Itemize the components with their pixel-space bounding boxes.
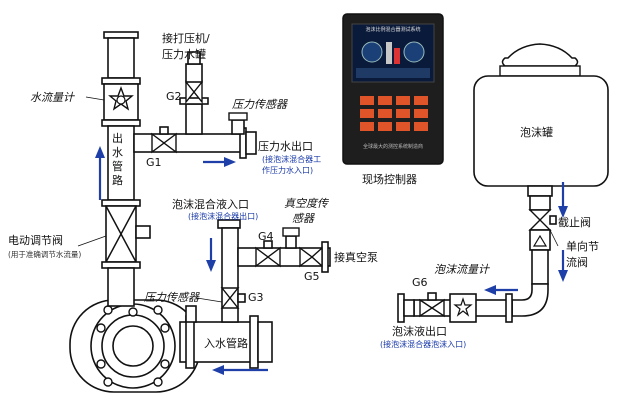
water-flowmeter-icon: [108, 86, 134, 111]
label-outlet-pipe-0: 出: [112, 131, 123, 145]
label-foam-mix-inlet-note: (接泡沫混合器出口): [188, 211, 258, 221]
label-to-pump-1: 压力水罐: [162, 48, 206, 61]
pressure-outlet-branch: [133, 51, 257, 159]
label-pressure-sensor-bottom: 压力传感器: [144, 291, 200, 304]
controller-footer: 全球最大的测控系统制造商: [363, 143, 423, 150]
label-pressure-outlet-note-1: 作压力水入口): [262, 165, 313, 175]
label-stop-valve: 截止阀: [558, 215, 591, 229]
label-foam-flowmeter: 泡沫流量计: [434, 263, 490, 276]
label-g3: G3: [248, 291, 264, 304]
controller-keypad: [360, 96, 428, 131]
label-foam-mix-inlet: 泡沫混合液入口: [172, 197, 249, 211]
leader-lines: [77, 96, 559, 303]
label-vacuum-pump: 接真空泵: [334, 250, 378, 264]
label-vacuum-sensor-0: 真空度传: [284, 197, 329, 210]
label-outlet-pipe-3: 路: [112, 174, 123, 187]
label-water-inlet: 入水管路: [204, 336, 248, 350]
label-foam-outlet: 泡沫液出口: [392, 324, 447, 338]
labels: 水流量计 出 水 管 路 接打压机/ 压力水罐 G2 压力传感器 G1 压力水出…: [8, 31, 599, 350]
label-outlet-pipe-1: 水: [112, 146, 123, 159]
label-pressure-water-outlet: 压力水出口: [258, 139, 313, 153]
label-foam-tank: 泡沫罐: [520, 125, 553, 139]
foam-tank: [397, 43, 609, 323]
label-g6: G6: [412, 276, 428, 289]
field-controller: 泡沫比例混合器测试系统 全球最大的测控系统制造商: [342, 13, 444, 165]
label-g2: G2: [166, 90, 182, 103]
label-outlet-pipe-2: 管: [112, 159, 123, 173]
label-vacuum-sensor-1: 感器: [292, 212, 315, 225]
inlet-flange: [69, 299, 201, 393]
label-pressure-outlet-note-0: (接泡沫混合器工: [262, 154, 321, 164]
foam-mix-branch: [185, 219, 331, 323]
inlet-pipe: [179, 315, 273, 369]
label-electric-valve: 电动调节阀: [8, 233, 63, 247]
label-g4: G4: [258, 230, 274, 243]
outlet-pipe-vertical: [101, 31, 151, 307]
label-to-pump-0: 接打压机/: [162, 31, 210, 45]
flow-arrows: [95, 146, 568, 375]
label-g5: G5: [304, 270, 320, 283]
label-electric-valve-note: (用于准确调节水流量): [8, 249, 81, 259]
label-check-valve-0: 单向节: [566, 239, 599, 253]
label-g1: G1: [146, 156, 162, 169]
label-water-flowmeter: 水流量计: [30, 91, 75, 104]
label-foam-outlet-note: (接泡沫混合器泡沫入口): [380, 339, 466, 349]
label-controller: 现场控制器: [362, 172, 417, 186]
controller-screen-header: 泡沫比例混合器测试系统: [365, 26, 420, 33]
label-pressure-sensor-top: 压力传感器: [232, 98, 288, 111]
label-check-valve-1: 流阀: [566, 255, 588, 269]
